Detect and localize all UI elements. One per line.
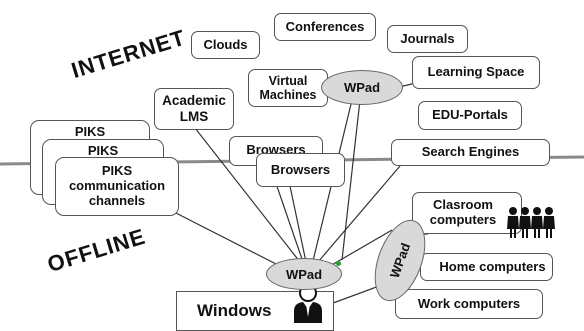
- classroom-computers-box: Clasroom computers: [412, 192, 522, 234]
- windows-label: Windows: [197, 301, 272, 321]
- connector-line: [317, 165, 401, 263]
- wpad-top-node: WPad: [321, 70, 403, 105]
- connector-line: [324, 284, 383, 307]
- work-computers-box: Work computers: [395, 289, 543, 319]
- browsers-box-front: Browsers: [256, 153, 345, 187]
- classroom-computers-label: Clasroom computers: [429, 197, 497, 227]
- green-connection-dot: [336, 261, 341, 266]
- connector-line: [169, 209, 281, 267]
- conferences-box: Conferences: [274, 13, 376, 41]
- edu-portals-box: EDU-Portals: [418, 101, 522, 130]
- connector-line: [329, 229, 393, 267]
- learning-space-box: Learning Space: [412, 56, 540, 89]
- connector-line: [341, 99, 361, 261]
- clouds-box: Clouds: [191, 31, 260, 59]
- connector-line: [194, 127, 301, 263]
- connector-line: [289, 185, 307, 263]
- virtual-machines-box: Virtual Machines: [248, 69, 328, 107]
- wpad-right-label: WPad: [386, 240, 414, 281]
- wpad-center-node: WPad: [266, 258, 342, 290]
- academic-lms-box: Academic LMS: [154, 88, 234, 130]
- journals-box: Journals: [387, 25, 468, 53]
- group-of-people-icon: [507, 207, 555, 238]
- home-computers-box: Home computers: [420, 253, 553, 281]
- piks-communication-channels-box: PIKS communication channels: [55, 157, 179, 216]
- search-engines-box: Search Engines: [391, 139, 550, 166]
